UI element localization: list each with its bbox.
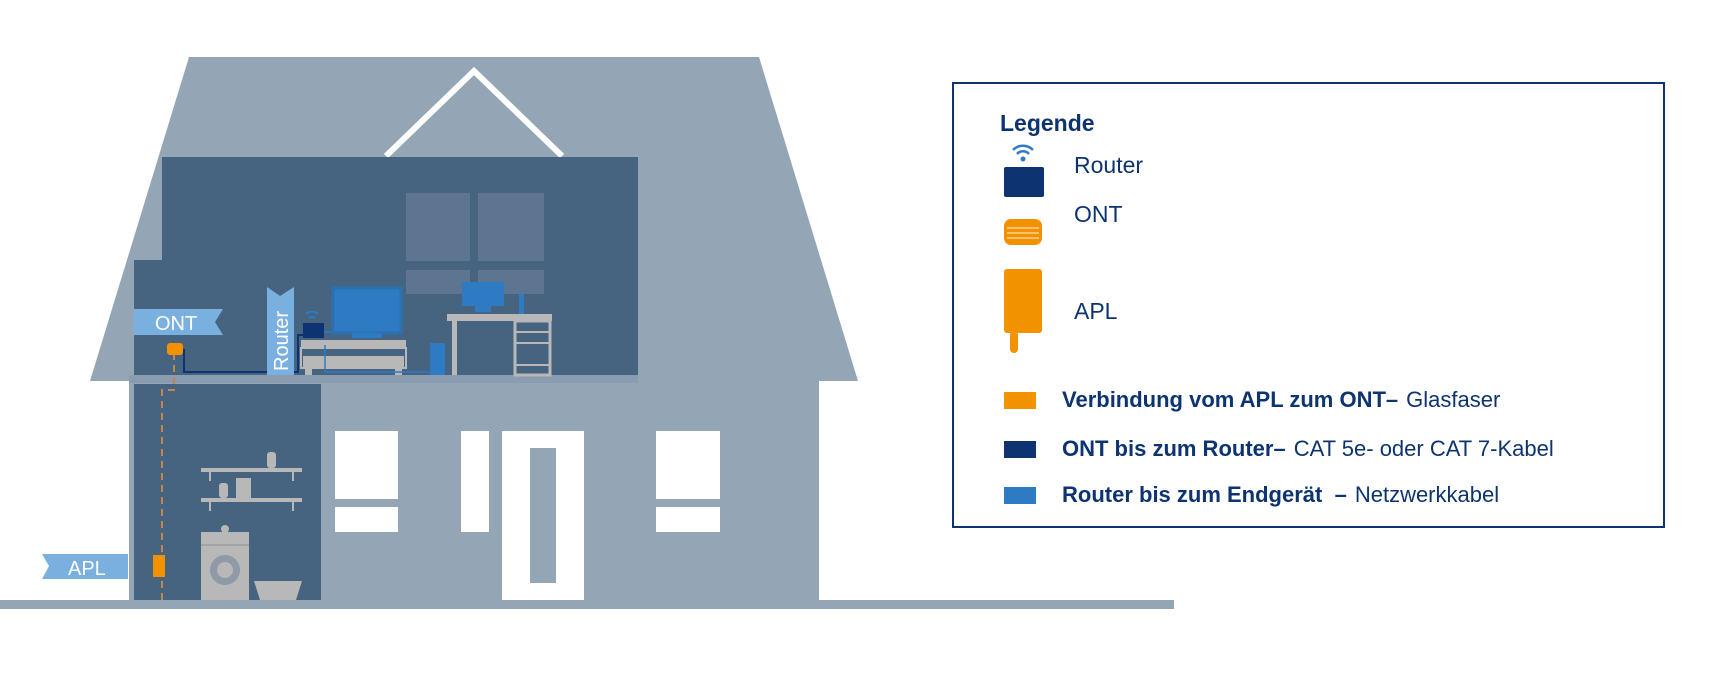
cable-ont-router (182, 334, 303, 373)
legend-dash: – (1385, 387, 1399, 412)
tv-foot (352, 333, 382, 338)
ont-icon (1004, 219, 1042, 245)
legend-row-bold: Router bis zum Endgerät (1062, 482, 1323, 507)
legend-row-bold: ONT bis zum Router (1062, 436, 1274, 461)
laundry-basket-icon (254, 581, 302, 600)
legend-ont-label: ONT (1074, 201, 1123, 227)
legend: Legende Router ONT APL Verbindung vom AP… (952, 82, 1665, 528)
ground-line (0, 600, 1174, 609)
ont-label: ONT (155, 313, 197, 335)
legend-dash: – (1322, 482, 1347, 507)
apl-label-flag (42, 554, 128, 579)
legend-title: Legende (1000, 110, 1095, 136)
tv-stand (300, 340, 407, 375)
legend-apl-label: APL (1074, 298, 1118, 324)
legend-router-label: Router (1074, 152, 1144, 178)
legend-dash: – (1273, 436, 1286, 461)
ground-floor-windows (335, 431, 720, 532)
swatch-navy (1004, 440, 1036, 458)
legend-row-desc: Glasfaser (1406, 387, 1501, 412)
legend-row-bold: Verbindung vom APL zum ONT (1062, 387, 1386, 412)
gable-outline (383, 66, 565, 159)
monitor-icon (462, 282, 504, 306)
shelves (201, 452, 302, 511)
desk (447, 314, 552, 377)
apl-device-icon (153, 555, 165, 577)
pc-tower-icon (430, 343, 445, 375)
router-label: Router (271, 311, 293, 371)
apl-label: APL (68, 558, 106, 580)
fiber-cable (161, 354, 175, 600)
legend-row-cat: ONT bis zum Router – CAT 5e- oder CAT 7-… (1004, 436, 1554, 462)
legend-row-desc: CAT 5e- oder CAT 7-Kabel (1293, 436, 1554, 461)
door-glass (530, 448, 556, 583)
washing-machine-icon (201, 525, 249, 600)
legend-row-fiber: Verbindung vom APL zum ONT – Glasfaser (1004, 387, 1500, 413)
legend-row-network: Router bis zum Endgerät – Netzwerkkabel (1004, 482, 1499, 508)
router-icon (1004, 144, 1044, 197)
tv-icon (331, 286, 403, 335)
legend-row-desc: Netzwerkkabel (1354, 482, 1500, 507)
router-label-flag (267, 287, 294, 375)
cable-router-pc (324, 345, 430, 373)
wifi-icon (305, 310, 319, 319)
floor-slab (129, 375, 638, 383)
ont-device-icon (167, 343, 183, 355)
repeater-icon (519, 294, 524, 314)
swatch-blue (1004, 486, 1036, 504)
ont-label-flag (134, 309, 223, 335)
monitor-foot (475, 306, 491, 312)
apl-icon (1004, 269, 1042, 353)
swatch-orange (1004, 391, 1036, 409)
router-device-icon (303, 323, 324, 338)
